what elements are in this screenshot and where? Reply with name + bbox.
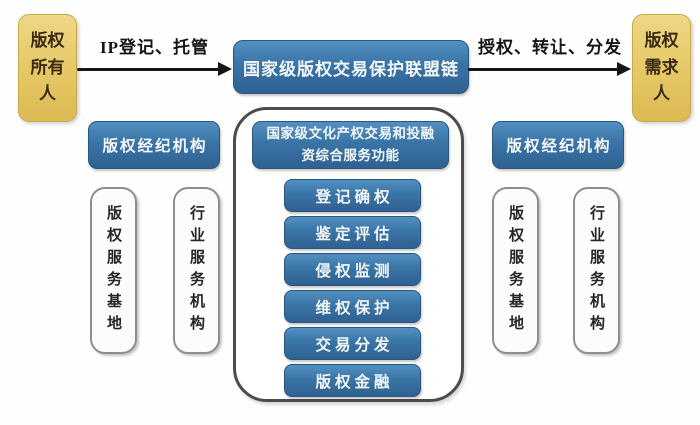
copyright-broker-box-left: 版权经纪机构: [88, 121, 220, 169]
platform-title-box: 国家级文化产权交易和投融 资综合服务功能: [252, 121, 449, 169]
flow-label-ip-registration: IP登记、托管: [100, 38, 209, 57]
arrow-line-left: [77, 68, 219, 71]
function-box-copyright-finance: 版权金融: [284, 364, 421, 397]
copyright-service-base-label-right: 版权服务基地: [507, 204, 523, 337]
industry-service-org-box-right: 行业服务机构: [573, 187, 620, 354]
copyright-service-base-label-left: 版权服务基地: [105, 204, 121, 337]
copyright-demander-box: 版权 需求 人: [632, 14, 691, 122]
copyright-broker-box-right: 版权经纪机构: [492, 121, 624, 169]
industry-service-org-label-left: 行业服务机构: [188, 204, 204, 337]
function-box-appraisal: 鉴定评估: [284, 216, 421, 249]
arrow-head-left-icon: [218, 62, 232, 76]
industry-service-org-box-left: 行业服务机构: [173, 187, 220, 354]
platform-services-container: 国家级文化产权交易和投融 资综合服务功能 登记确权 鉴定评估 侵权监测 维权保护…: [233, 107, 464, 402]
copyright-service-base-box-right: 版权服务基地: [492, 187, 539, 354]
arrow-line-right: [468, 68, 618, 71]
function-box-registration: 登记确权: [284, 179, 421, 212]
flow-label-authorization-transfer: 授权、转让、分发: [478, 38, 622, 57]
alliance-chain-hub-box: 国家级版权交易保护联盟链: [233, 40, 469, 94]
industry-service-org-label-right: 行业服务机构: [588, 204, 604, 337]
function-box-trade-distribution: 交易分发: [284, 327, 421, 360]
function-box-rights-protection: 维权保护: [284, 290, 421, 323]
arrow-head-right-icon: [617, 62, 631, 76]
copyright-owner-box: 版权 所有 人: [18, 14, 77, 122]
function-box-infringement-monitoring: 侵权监测: [284, 253, 421, 286]
copyright-service-base-box-left: 版权服务基地: [90, 187, 137, 354]
